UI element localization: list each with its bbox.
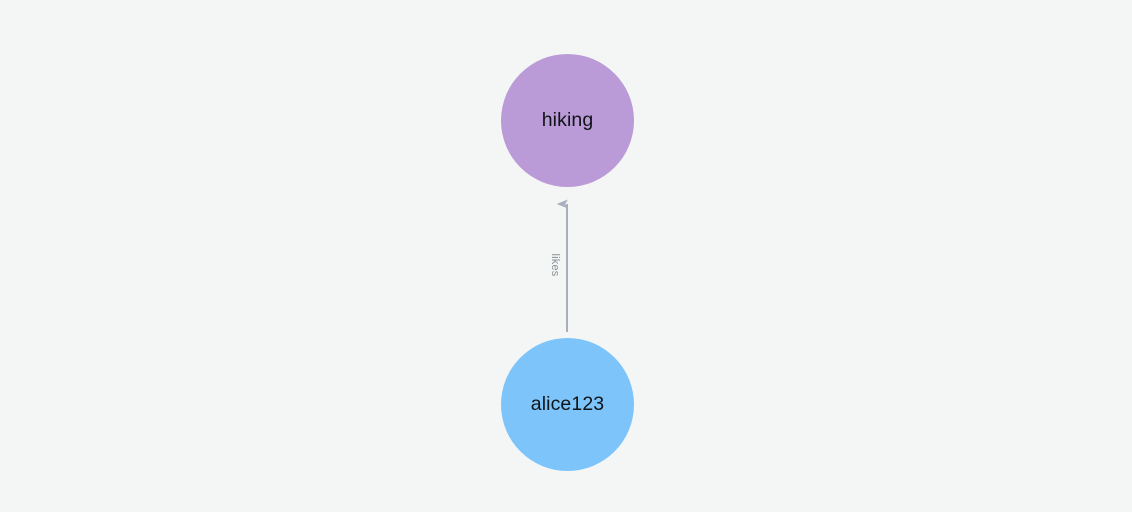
graph-node-alice123[interactable]: alice123: [501, 338, 634, 471]
graph-node-hiking[interactable]: hiking: [501, 54, 634, 187]
node-label: hiking: [541, 108, 594, 131]
node-label: alice123: [530, 392, 605, 415]
edge-label-likes: likes: [549, 253, 561, 277]
